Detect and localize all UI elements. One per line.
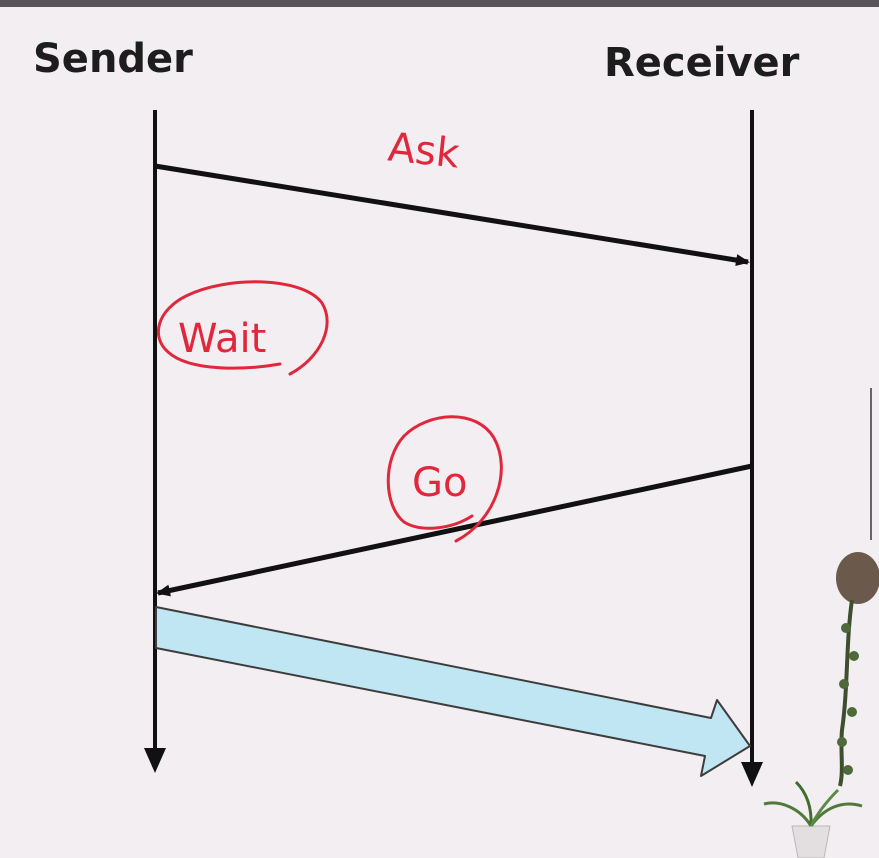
ask-message-label: Ask <box>385 124 462 178</box>
wait-annotation-label: Wait <box>178 316 267 362</box>
sender-lifeline-arrowhead <box>144 748 166 773</box>
go-message-arrow <box>156 463 753 597</box>
hanging-plant-decoration <box>836 388 879 787</box>
receiver-label: Receiver <box>604 40 800 86</box>
window-top-bar <box>0 0 879 7</box>
receiver-lifeline-arrowhead <box>741 762 763 787</box>
go-circle-annotation <box>386 415 503 543</box>
wait-circle-annotation <box>156 280 329 376</box>
plant-decoration <box>763 780 863 858</box>
ask-message-arrow <box>154 163 750 267</box>
sender-label: Sender <box>33 36 193 82</box>
data-transfer-arrow <box>155 606 751 777</box>
go-message-label: Go <box>412 460 468 506</box>
